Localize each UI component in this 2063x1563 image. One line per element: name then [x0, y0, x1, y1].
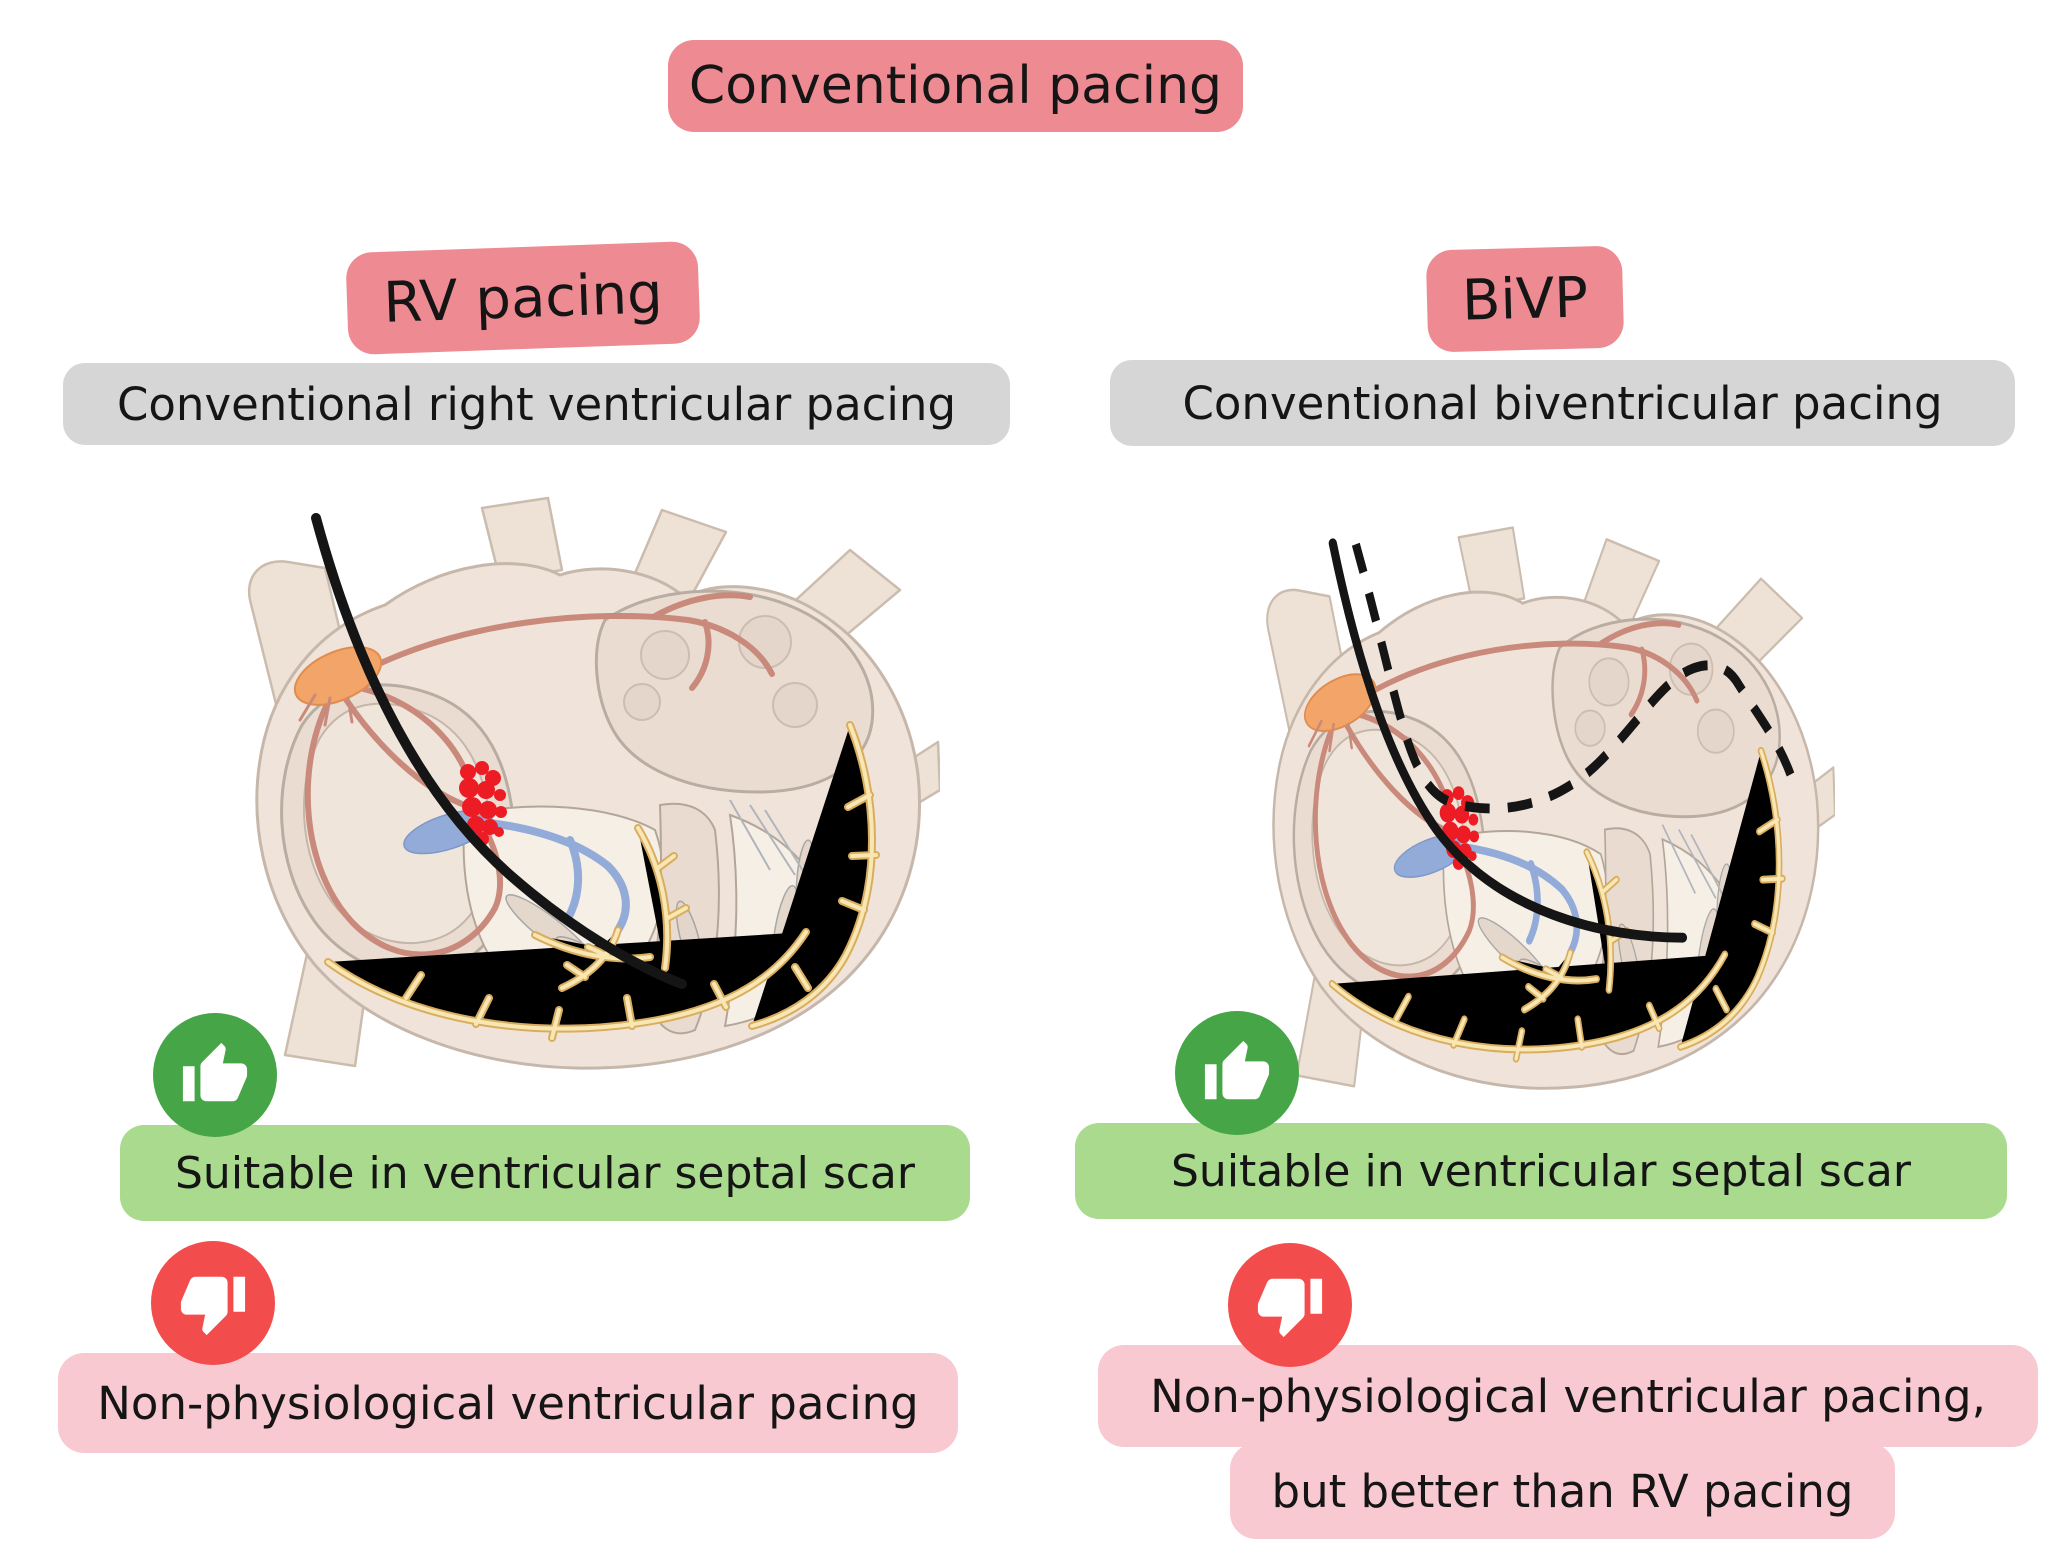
pro-text-rv: Suitable in ventricular septal scar — [120, 1125, 970, 1221]
thumbs-down-icon — [1257, 1278, 1323, 1338]
subtitle-rv-pacing: Conventional right ventricular pacing — [63, 363, 1010, 445]
rv-lead-solid — [311, 513, 687, 989]
thumbs-up-icon — [182, 1042, 248, 1102]
con-indicator — [1228, 1243, 1352, 1367]
pro-indicator — [153, 1013, 277, 1137]
con-text-bivp-line2: but better than RV pacing — [1230, 1443, 1895, 1539]
column-header-bivp: BiVP — [1425, 245, 1625, 353]
thumbs-up-icon — [1204, 1040, 1270, 1100]
pro-text-bivp: Suitable in ventricular septal scar — [1075, 1123, 2007, 1219]
page-title: Conventional pacing — [668, 40, 1243, 132]
con-text-rv: Non-physiological ventricular pacing — [58, 1353, 958, 1453]
rv-lead-solid — [1328, 538, 1688, 943]
heart-illustration-rv-pacing — [210, 470, 940, 1080]
column-header-rv-pacing: RV pacing — [345, 240, 701, 356]
con-indicator — [151, 1241, 275, 1365]
heart-illustration-bivp — [1235, 500, 1835, 1100]
pro-indicator — [1175, 1011, 1299, 1135]
con-text-bivp-line1: Non-physiological ventricular pacing, — [1098, 1345, 2038, 1447]
subtitle-bivp: Conventional biventricular pacing — [1110, 360, 2015, 446]
thumbs-down-icon — [180, 1276, 246, 1336]
lv-epicardial-lead-dashed — [1351, 542, 1797, 814]
